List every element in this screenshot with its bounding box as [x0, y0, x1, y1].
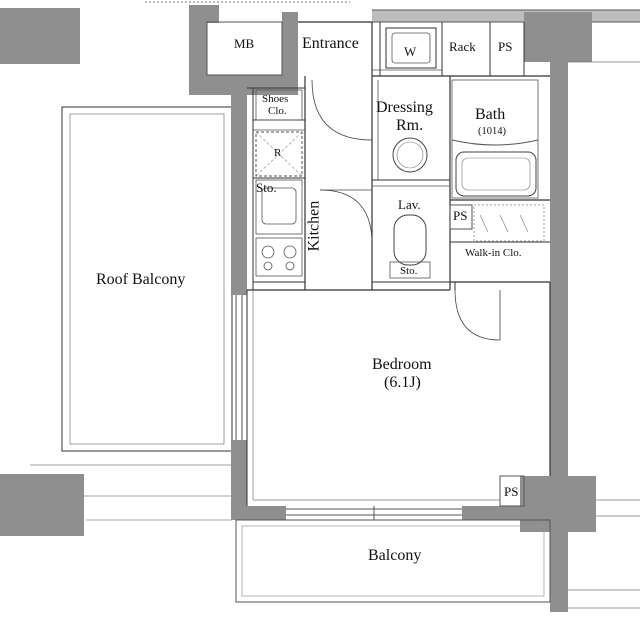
room-label-walkin: Walk-in Clo. — [465, 247, 522, 259]
room-label-rack: Rack — [449, 39, 476, 54]
room-label-bath-size: (1014) — [478, 126, 506, 137]
wall-mb-left — [189, 5, 207, 95]
wall-left-lower — [231, 440, 247, 508]
wall-right-bottom — [550, 532, 568, 612]
bedroom-door-swing — [454, 289, 501, 341]
entrance-door-swing — [311, 79, 373, 141]
room-label-ps-top: PS — [498, 39, 513, 54]
roof-balcony-inner — [69, 113, 225, 445]
bath-room — [451, 79, 539, 199]
kitchen-door-swing — [319, 189, 373, 241]
shoes-closet — [255, 89, 303, 121]
room-label-entrance: Entrance — [302, 35, 359, 52]
sink — [261, 187, 297, 225]
room-label-mb: MB — [234, 36, 255, 51]
wall-column-bottom-right — [520, 476, 596, 532]
room-label-sto-kitchen: Sto. — [256, 180, 277, 195]
wall-column-top-right — [524, 12, 592, 62]
room-label-bedroom-size: (6.1J) — [384, 374, 421, 391]
stove — [255, 237, 303, 277]
ps-bottom-box — [499, 475, 525, 507]
room-label-w: W — [404, 44, 417, 59]
neighbour-wall-top-left — [0, 8, 80, 64]
room-label-r: R — [274, 147, 282, 159]
toilet — [393, 214, 427, 266]
wall-mb-right — [282, 12, 298, 95]
wall-mb-top — [189, 5, 219, 23]
room-label-ps-mid: PS — [453, 208, 468, 223]
room-label-shoes-clo: Clo. — [268, 105, 287, 117]
mb-box — [206, 21, 283, 76]
room-label-bath: Bath — [475, 106, 506, 123]
dressing-basin — [392, 137, 428, 173]
room-label-dressing-rm: Rm. — [396, 117, 424, 134]
room-label-sto-lav: Sto. — [400, 265, 418, 277]
washer-box — [385, 27, 437, 69]
wall-top-band — [372, 10, 640, 22]
ps-mid-box — [449, 204, 473, 230]
wall-bottom-right — [462, 506, 524, 520]
room-label-bedroom: Bedroom — [372, 356, 432, 373]
room-label-shoes: Shoes — [262, 93, 289, 105]
room-label-ps-bottom: PS — [504, 484, 519, 499]
room-label-kitchen: Kitchen — [305, 200, 323, 252]
room-label-dressing: Dressing — [376, 99, 433, 116]
wall-left-upper — [231, 95, 247, 295]
balcony-outline — [235, 519, 551, 603]
room-label-roof-balcony: Roof Balcony — [96, 271, 186, 288]
fridge-box — [255, 131, 303, 177]
room-label-balcony: Balcony — [368, 547, 422, 564]
bathtub — [455, 151, 537, 197]
wall-right — [550, 62, 568, 482]
wall-bottom-left — [231, 506, 286, 520]
room-label-lav: Lav. — [398, 197, 421, 212]
neighbour-wall-bottom-left — [0, 474, 84, 536]
